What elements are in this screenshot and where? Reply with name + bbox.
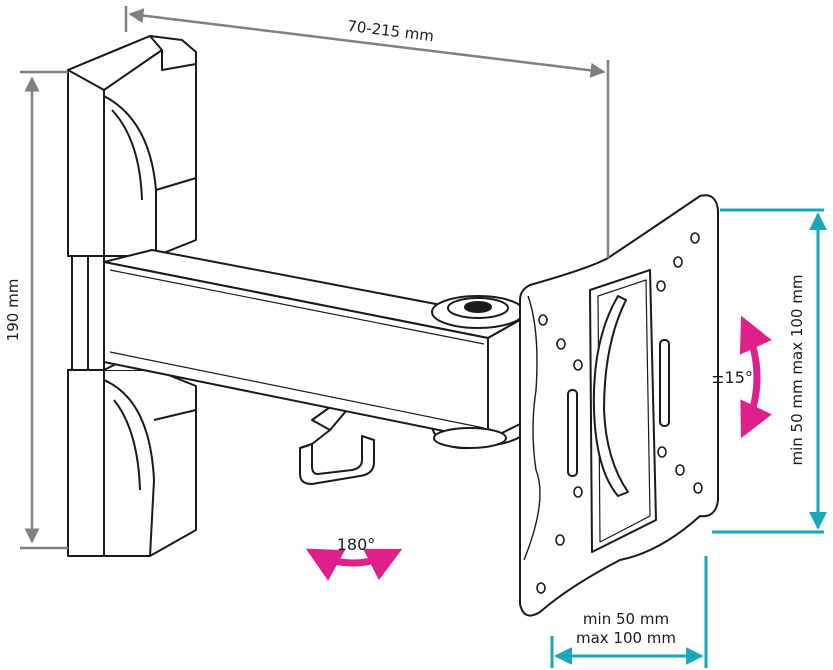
vesa-plate-center-rail — [592, 295, 629, 497]
arm-end-face — [487, 319, 521, 441]
dimension-vesa-horizontal-max-label: max 100 mm — [576, 629, 676, 647]
dimension-height: 190 mm — [4, 70, 68, 550]
tilt-arrow-icon — [739, 315, 772, 439]
swivel-rotation-indicator: 180° — [305, 535, 403, 581]
dimension-vesa-horizontal-min-label: min 50 mm — [583, 610, 669, 628]
swivel-arrow-icon — [305, 548, 403, 581]
wall-plate-spine — [71, 255, 105, 371]
wall-plate — [67, 35, 197, 557]
vesa-plate — [519, 194, 719, 617]
dimension-vesa-vertical-label: min 50 mm max 100 mm — [788, 275, 806, 466]
tilt-angle-label: ±15° — [711, 368, 753, 387]
tilt-rotation-indicator: ±15° — [711, 315, 772, 439]
wall-plate-lower-block — [67, 361, 197, 557]
swivel-angle-label: 180° — [337, 535, 376, 554]
dimension-height-label: 190 mm — [4, 279, 22, 342]
dimension-depth: 70-215 mm — [124, 6, 610, 258]
vesa-mount-holes — [536, 232, 703, 594]
wall-plate-upper-block — [67, 35, 197, 257]
dimension-vesa-horizontal: min 50 mm max 100 mm — [550, 556, 708, 668]
dimension-vesa-vertical: min 50 mm max 100 mm — [712, 208, 827, 534]
